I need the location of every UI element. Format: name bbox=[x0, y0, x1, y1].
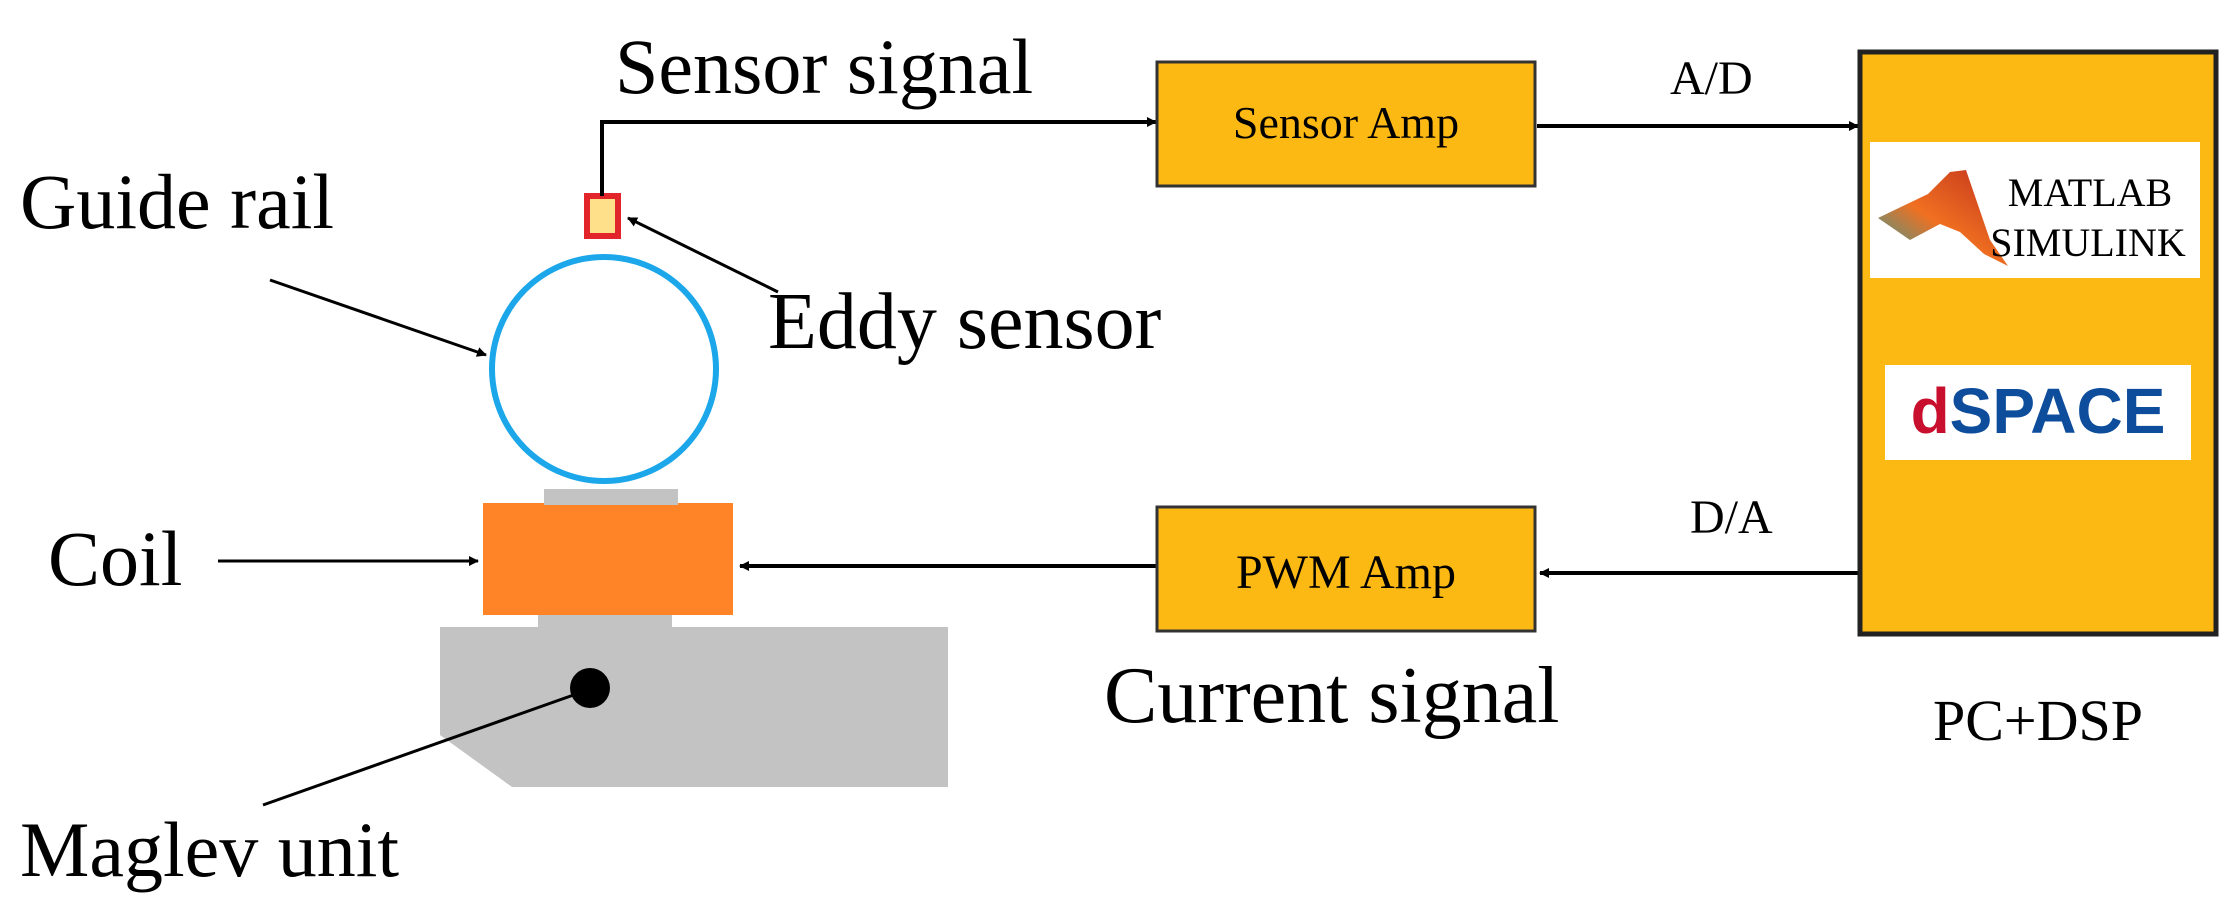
da-label: D/A bbox=[1690, 491, 1773, 544]
dspace-text: dSPACE bbox=[1911, 375, 2166, 447]
guide-rail-pointer bbox=[269, 278, 487, 357]
matlab-membrane-icon bbox=[1878, 170, 2008, 266]
sensor-signal-label: Sensor signal bbox=[615, 23, 1033, 110]
ad-label: A/D bbox=[1670, 52, 1753, 105]
eddy-sensor-label: Eddy sensor bbox=[768, 278, 1161, 366]
coil-label: Coil bbox=[48, 515, 182, 602]
sensor-signal-line bbox=[600, 117, 1157, 196]
sensor-amp-block: Sensor Amp bbox=[1155, 60, 1537, 188]
eddy-sensor-pointer bbox=[627, 216, 779, 294]
coil-mount bbox=[538, 613, 672, 629]
pc-dsp-block: MATLAB SIMULINK dSPACE bbox=[1857, 49, 2219, 637]
eddy-sensor-icon bbox=[584, 193, 621, 239]
guide-rail-label: Guide rail bbox=[20, 158, 334, 245]
guide-rail-circle bbox=[489, 254, 719, 484]
maglev-unit-label: Maglev unit bbox=[20, 806, 399, 893]
current-signal-label: Current signal bbox=[1104, 652, 1559, 740]
sensor-amp-label: Sensor Amp bbox=[1233, 97, 1459, 148]
maglev-unit-pointer bbox=[262, 690, 583, 807]
maglev-point bbox=[570, 668, 610, 708]
pwm-amp-block: PWM Amp bbox=[1155, 505, 1537, 633]
simulink-text: SIMULINK bbox=[1990, 220, 2186, 265]
pwm-amp-label: PWM Amp bbox=[1236, 546, 1456, 599]
matlab-text: MATLAB bbox=[2008, 170, 2172, 215]
matlab-simulink-logo: MATLAB SIMULINK bbox=[1870, 142, 2200, 278]
dspace-logo: dSPACE bbox=[1885, 365, 2191, 460]
maglev-unit-base bbox=[440, 627, 948, 787]
coil-pad bbox=[544, 489, 678, 505]
pc-dsp-label: PC+DSP bbox=[1933, 688, 2143, 753]
coil-block bbox=[483, 503, 733, 615]
